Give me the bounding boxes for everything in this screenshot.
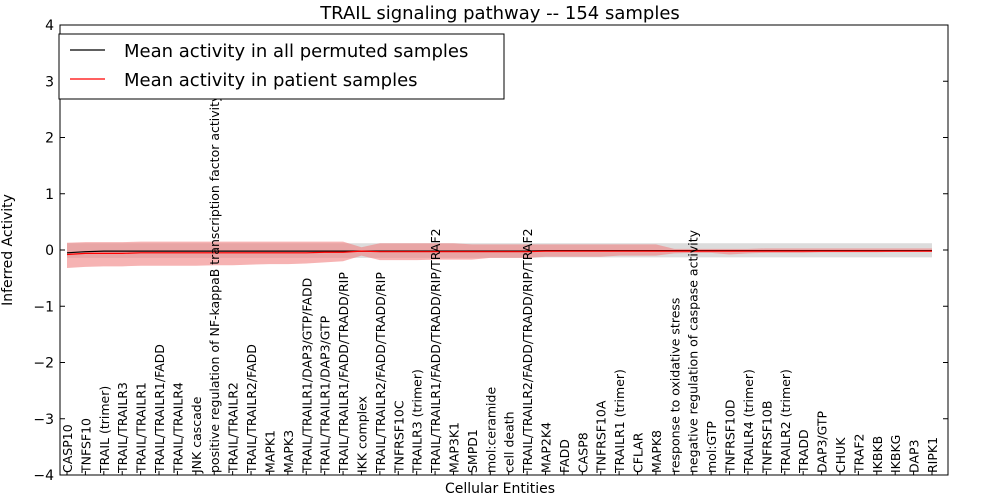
x-tick-label: JNK cascade xyxy=(189,396,204,474)
x-tick-label: TRADD xyxy=(796,429,811,474)
x-tick-label: RIPK1 xyxy=(925,437,940,473)
plot-area xyxy=(66,241,932,268)
legend-box xyxy=(58,33,505,100)
x-tick-label: TRAIL/TRAILR3 xyxy=(115,382,130,474)
x-tick-label: TNFSF10 xyxy=(78,418,93,474)
y-tick-label: 2 xyxy=(45,131,54,147)
x-tick-label: TNFRSF10A xyxy=(594,400,609,474)
x-tick-label: TRAILR1 (trimer) xyxy=(612,369,627,474)
legend-label-permuted: Mean activity in all permuted samples xyxy=(124,41,468,62)
x-tick-label: TRAIL/TRAILR4 xyxy=(170,382,185,474)
y-tick-label: 0 xyxy=(45,243,54,259)
x-tick-label: CFLAR xyxy=(631,432,646,473)
y-tick-label: 3 xyxy=(45,74,54,90)
x-tick-label: FADD xyxy=(557,439,572,473)
x-tick-label: TRAIL (trimer) xyxy=(97,386,112,474)
x-tick-label: IKBKG xyxy=(888,435,903,473)
y-tick-label: 4 xyxy=(45,18,54,34)
x-tick-label: cell death xyxy=(502,411,517,473)
y-axis: −4 −3 −2 −1 0 1 2 3 4 xyxy=(33,18,948,484)
x-tick-label: MAP3K1 xyxy=(446,422,461,473)
x-tick-label: DAP3/GTP xyxy=(815,410,830,473)
x-tick-label: response to oxidative stress xyxy=(667,298,682,473)
x-tick-label: MAP2K4 xyxy=(539,422,554,473)
x-tick-label: TRAIL/TRAILR1/FADD/TRADD/RIP/TRAF2 xyxy=(428,228,443,474)
x-tick-label: SMPD1 xyxy=(465,429,480,473)
x-tick-label: TRAF2 xyxy=(851,433,866,474)
x-tick-label: TRAIL/TRAILR1/FADD/TRADD/RIP xyxy=(336,272,351,474)
y-axis-label: Inferred Activity xyxy=(0,194,16,306)
x-tick-label: IKBKB xyxy=(870,436,885,473)
legend-label-patient: Mean activity in patient samples xyxy=(124,70,418,91)
x-tick-label: CASP10 xyxy=(60,424,75,473)
x-tick-label: MAPK8 xyxy=(649,430,664,473)
y-tick-label: −1 xyxy=(33,299,54,315)
x-tick-label: TRAIL/TRAILR2/FADD/TRADD/RIP xyxy=(373,272,388,474)
x-tick-label: TRAILR4 (trimer) xyxy=(741,369,756,474)
y-tick-label: −2 xyxy=(33,356,54,372)
band-patient xyxy=(67,241,932,268)
legend: Mean activity in all permuted samples Me… xyxy=(58,33,505,100)
x-tick-label: IKK complex xyxy=(354,396,369,473)
x-tick-label: mol:ceramide xyxy=(483,387,498,473)
x-tick-label: TRAIL/TRAILR1/DAP3/GTP xyxy=(318,315,333,474)
y-tick-label: 1 xyxy=(45,187,54,203)
x-tick-label: TRAILR2 (trimer) xyxy=(778,369,793,474)
x-tick-label: TRAIL/TRAILR1/FADD xyxy=(152,344,167,474)
x-tick-label: TRAIL/TRAILR2 xyxy=(226,382,241,474)
x-tick-label: TRAILR3 (trimer) xyxy=(410,369,425,474)
x-tick-label: positive regulation of NF-kappaB transcr… xyxy=(207,94,222,473)
x-tick-label: CASP8 xyxy=(575,432,590,473)
y-tick-label: −3 xyxy=(33,412,54,428)
x-tick-label: DAP3 xyxy=(907,440,922,473)
x-tick-label: TNFRSF10C xyxy=(391,400,406,474)
x-tick-label: negative regulation of caspase activity xyxy=(686,229,701,473)
chart-title: TRAIL signaling pathway -- 154 samples xyxy=(319,3,680,24)
x-tick-label: MAPK1 xyxy=(262,430,277,473)
x-axis-label: Cellular Entities xyxy=(445,481,555,497)
x-tick-label: TNFRSF10B xyxy=(759,401,774,474)
x-tick-label: mol:GTP xyxy=(704,421,719,473)
x-tick-label: TRAIL/TRAILR1/DAP3/GTP/FADD xyxy=(299,278,314,474)
x-tick-label: MAPK3 xyxy=(281,430,296,473)
x-tick-label: CHUK xyxy=(833,437,848,473)
x-tick-label: TNFRSF10D xyxy=(723,399,738,474)
x-tick-label: TRAIL/TRAILR2/FADD xyxy=(244,344,259,474)
x-tick-label: TRAIL/TRAILR1 xyxy=(134,382,149,474)
x-tick-label: TRAIL/TRAILR2/FADD/TRADD/RIP/TRAF2 xyxy=(520,228,535,474)
y-tick-label: −4 xyxy=(33,468,54,484)
series-line-patient xyxy=(66,250,932,256)
